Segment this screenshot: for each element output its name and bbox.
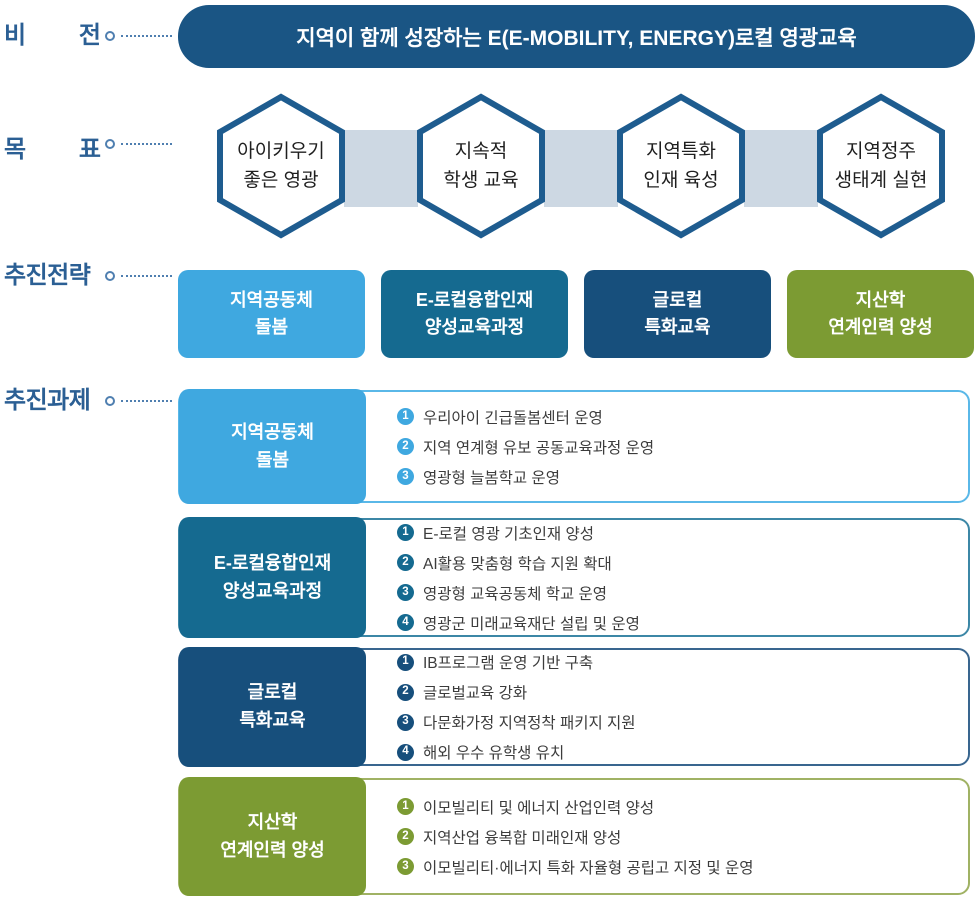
connector-dotted-line <box>121 143 172 145</box>
task-row-community-care: 지역공동체 돌봄 1 우리아이 긴급돌봄센터 운영 2 지역 연계형 유보 공동… <box>178 389 970 504</box>
number-badge-icon: 1 <box>397 798 414 815</box>
task-item-text: 지역 연계형 유보 공동교육과정 운영 <box>423 439 655 457</box>
strategies-section-label: 추진전략 <box>4 262 91 289</box>
hexagon-icon <box>217 93 345 239</box>
task-row-title: 지산학 연계인력 양성 <box>179 777 366 896</box>
number-badge-icon: 1 <box>397 524 414 541</box>
task-item-text: IB프로그램 운영 기반 구축 <box>423 655 594 672</box>
hexagon-connector-band <box>744 130 818 207</box>
goal-hexagon: 지속적 학생 교육 <box>416 93 546 239</box>
number-badge-icon: 3 <box>397 858 414 875</box>
task-item-text: AI활용 맞춤형 학습 지원 확대 <box>423 555 612 573</box>
task-item-text: 영광군 미래교육재단 설립 및 운영 <box>423 615 640 633</box>
number-badge-icon: 1 <box>397 653 414 671</box>
task-item: 4 해외 우수 유학생 유치 <box>397 741 952 763</box>
vision-label-char: 비 <box>4 22 27 49</box>
task-item: 4 영광군 미래교육재단 설립 및 운영 <box>397 612 952 634</box>
hexagon-icon <box>617 93 745 239</box>
task-item-text: 영광형 늘봄학교 운영 <box>423 469 560 487</box>
number-badge-icon: 4 <box>397 614 414 631</box>
hexagon-icon <box>817 93 945 239</box>
task-item: 1 E-로컬 영광 기초인재 양성 <box>397 522 952 544</box>
strategy-box-glocal-education: 글로컬 특화교육 <box>584 270 771 358</box>
vision-section-label: 비 전 <box>4 21 101 51</box>
task-item: 2 지역 연계형 유보 공동교육과정 운영 <box>397 436 952 458</box>
hexagon-icon <box>417 93 545 239</box>
task-item: 2 지역산업 융복합 미래인재 양성 <box>397 826 952 848</box>
number-badge-icon: 2 <box>397 828 414 845</box>
number-badge-icon: 3 <box>397 584 414 601</box>
vision-banner: 지역이 함께 성장하는 E(E-MOBILITY, ENERGY)로컬 영광교육 <box>178 5 975 68</box>
connector-dotted-line <box>121 35 172 37</box>
number-badge-icon: 2 <box>397 438 414 455</box>
task-item: 1 우리아이 긴급돌봄센터 운영 <box>397 406 952 428</box>
number-badge-icon: 3 <box>397 468 414 485</box>
strategy-box-industry-academia: 지산학 연계인력 양성 <box>787 270 974 358</box>
task-item-text: E-로컬 영광 기초인재 양성 <box>423 525 595 543</box>
goal-hexagon: 아이키우기 좋은 영광 <box>216 93 346 239</box>
task-item: 1 이모빌리티 및 에너지 산업인력 양성 <box>397 796 952 818</box>
task-row-title: 지역공동체 돌봄 <box>179 389 366 504</box>
goal-line: 학생 교육 <box>443 170 519 191</box>
task-item-text: 해외 우수 유학생 유치 <box>423 745 565 762</box>
task-item: 3 이모빌리티·에너지 특화 자율형 공립고 지정 및 운영 <box>397 856 952 878</box>
connector-dot-icon <box>105 31 115 41</box>
connector-dotted-line <box>121 400 172 402</box>
task-item-text: 지역산업 융복합 미래인재 양성 <box>423 829 622 847</box>
connector-dot-icon <box>105 396 115 406</box>
task-item-text: 글로벌교육 강화 <box>423 685 528 702</box>
hexagon-connector-band <box>344 130 418 207</box>
vision-label-char: 전 <box>78 22 101 49</box>
strategy-box-elocal-talent: E-로컬융합인재 양성교육과정 <box>381 270 568 358</box>
goal-line: 좋은 영광 <box>243 170 319 191</box>
goal-line: 지속적 <box>454 140 508 162</box>
goals-section-label: 목 표 <box>4 135 101 165</box>
task-item-text: 이모빌리티 및 에너지 산업인력 양성 <box>423 799 655 817</box>
goal-line: 생태계 실현 <box>834 170 928 191</box>
goal-line: 인재 육성 <box>643 170 719 191</box>
goal-line: 지역정주 <box>846 140 916 162</box>
task-item-text: 영광형 교육공동체 학교 운영 <box>423 585 608 603</box>
goal-hexagon: 지역특화 인재 육성 <box>616 93 746 239</box>
task-item-text: 다문화가정 지역정착 패키지 지원 <box>423 715 636 732</box>
vision-banner-text: 지역이 함께 성장하는 E(E-MOBILITY, ENERGY)로컬 영광교육 <box>296 26 857 50</box>
strategy-box-community-care: 지역공동체 돌봄 <box>178 270 365 358</box>
goal-line: 아이키우기 <box>237 140 325 162</box>
hexagon-connector-band <box>544 130 618 207</box>
task-item: 2 AI활용 맞춤형 학습 지원 확대 <box>397 552 952 574</box>
task-item: 3 다문화가정 지역정착 패키지 지원 <box>397 711 952 733</box>
task-row-title: 글로컬 특화교육 <box>179 647 366 767</box>
task-row-title: E-로컬융합인재 양성교육과정 <box>179 517 366 638</box>
task-row-glocal-education: 글로컬 특화교육 1 IB프로그램 운영 기반 구축 2 글로벌교육 강화 3 … <box>178 647 970 767</box>
connector-dot-icon <box>105 271 115 281</box>
task-item-text: 우리아이 긴급돌봄센터 운영 <box>423 409 603 427</box>
task-item-text: 이모빌리티·에너지 특화 자율형 공립고 지정 및 운영 <box>423 859 754 877</box>
number-badge-icon: 2 <box>397 554 414 571</box>
task-item: 3 영광형 교육공동체 학교 운영 <box>397 582 952 604</box>
task-item: 3 영광형 늘봄학교 운영 <box>397 466 952 488</box>
connector-dotted-line <box>121 275 172 277</box>
task-row-industry-academia: 지산학 연계인력 양성 1 이모빌리티 및 에너지 산업인력 양성 2 지역산업… <box>178 777 970 896</box>
goals-label-char: 목 <box>4 136 27 163</box>
number-badge-icon: 1 <box>397 408 414 425</box>
goal-hexagon: 지역정주 생태계 실현 <box>816 93 946 239</box>
connector-dot-icon <box>105 139 115 149</box>
number-badge-icon: 4 <box>397 743 414 761</box>
task-item: 1 IB프로그램 운영 기반 구축 <box>397 651 952 673</box>
number-badge-icon: 3 <box>397 713 414 731</box>
task-item: 2 글로벌교육 강화 <box>397 681 952 703</box>
goals-label-char: 표 <box>78 136 101 163</box>
goal-line: 지역특화 <box>646 140 716 162</box>
task-row-elocal-talent: E-로컬융합인재 양성교육과정 1 E-로컬 영광 기초인재 양성 2 AI활용… <box>178 517 970 638</box>
number-badge-icon: 2 <box>397 683 414 701</box>
tasks-section-label: 추진과제 <box>4 387 91 414</box>
